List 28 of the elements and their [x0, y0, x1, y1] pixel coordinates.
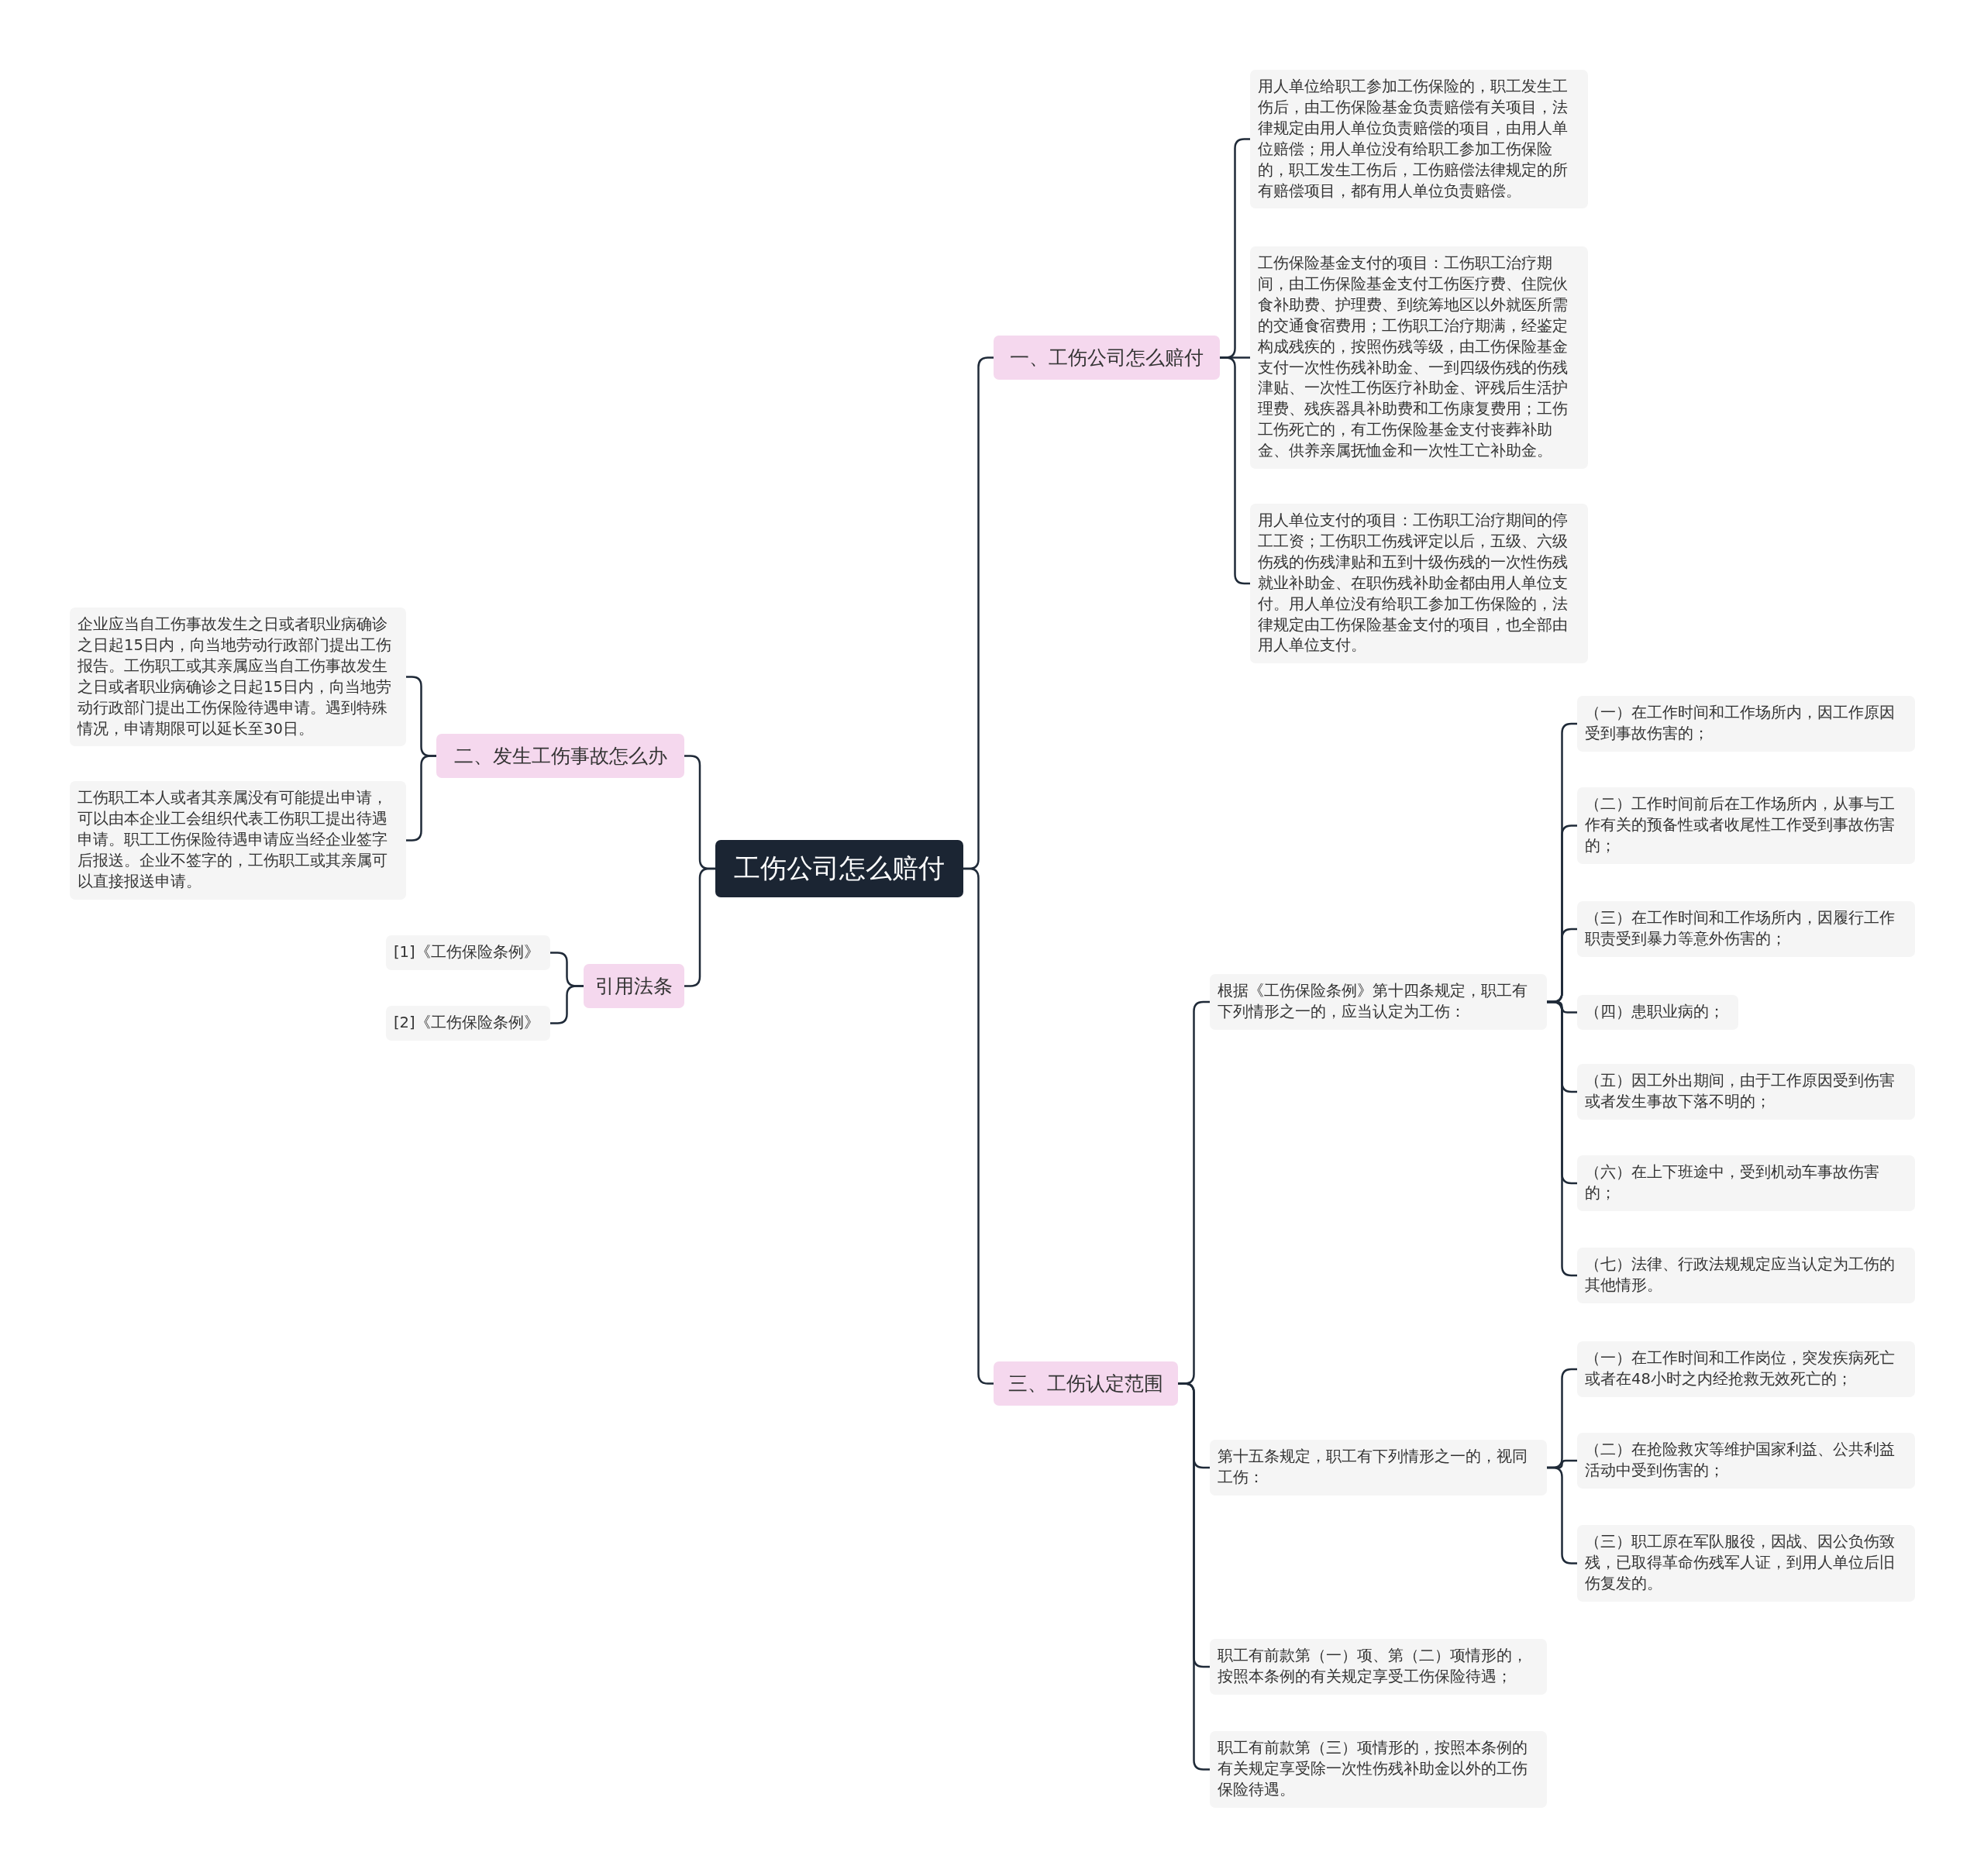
subtopic-card: 职工有前款第（一）项、第（二）项情形的，按照本条例的有关规定享受工伤保险待遇；	[1210, 1639, 1547, 1695]
connector-line	[550, 985, 584, 1024]
subtopic-card: （五）因工外出期间，由于工作原因受到伤害或者发生事故下落不明的；	[1577, 1064, 1915, 1120]
subtopic-card: （二）在抢险救灾等维护国家利益、公共利益活动中受到伤害的；	[1577, 1433, 1915, 1489]
subtopic-card: [2]《工伤保险条例》	[386, 1006, 550, 1041]
subtopic-card: （七）法律、行政法规规定应当认定为工伤的其他情形。	[1577, 1248, 1915, 1303]
central-topic: 工伤公司怎么赔付	[715, 840, 963, 897]
subtopic-card: （三）在工作时间和工作场所内，因履行工作职责受到暴力等意外伤害的；	[1577, 901, 1915, 957]
subtopic-card: （三）职工原在军队服役，因战、因公负伤致残，已取得革命伤残军人证，到用人单位后旧伤复发的。	[1577, 1525, 1915, 1602]
subtopic-card: 工伤职工本人或者其亲属没有可能提出申请，可以由本企业工会组织代表工伤职工提出待遇申请。职工工伤保险待遇申请应当经企业签字后报送。企业不签字的，工伤职工或其亲属可以直接报送申请。	[70, 781, 406, 900]
connector-line	[684, 867, 715, 987]
subtopic-card: （六）在上下班途中，受到机动车事故伤害的；	[1577, 1155, 1915, 1211]
branch-topic: 二、发生工伤事故怎么办	[436, 734, 684, 778]
subtopic-card: （一）在工作时间和工作场所内，因工作原因受到事故伤害的；	[1577, 696, 1915, 752]
subtopic-card: 根据《工伤保险条例》第十四条规定，职工有下列情形之一的，应当认定为工伤：	[1210, 974, 1547, 1030]
branch-topic: 一、工伤公司怎么赔付	[994, 336, 1220, 380]
subtopic-card: （四）患职业病的；	[1577, 995, 1738, 1030]
subtopic-card: [1]《工伤保险条例》	[386, 935, 550, 970]
subtopic-card: 用人单位给职工参加工伤保险的，职工发生工伤后，由工伤保险基金负责赔偿有关项目，法律规定由用人单位负责赔偿的项目，由用人单位赔偿；用人单位没有给职工参加工伤保险的，职工发生工伤后，工伤赔偿法律规定的所有赔偿项目，都有用人单位负责赔偿。	[1250, 70, 1588, 209]
subtopic-card: 用人单位支付的项目：工伤职工治疗期间的停工工资；工伤职工伤残评定以后，五级、六级伤残的伤残津贴和五到十级伤残的一次性伤残就业补助金、在职伤残补助金都由用人单位支付。用人单位没有给职工参加工伤保险的，法律规定由工伤保险基金支付的项目，也全部由用人单位支付。	[1250, 504, 1588, 664]
branch-topic: 三、工伤认定范围	[994, 1361, 1178, 1406]
subtopic-card: 职工有前款第（三）项情形的，按照本条例的有关规定享受除一次性伤残补助金以外的工伤保险待遇。	[1210, 1731, 1547, 1808]
branch-topic: 引用法条	[584, 964, 684, 1008]
subtopic-card: 企业应当自工伤事故发生之日或者职业病确诊之日起15日内，向当地劳动行政部门提出工伤报告。工伤职工或其亲属应当自工伤事故发生之日或者职业病确诊之日起15日内，向当地劳动行政部门提出工伤保险待遇申请。遇到特殊情况，申请期限可以延长至30日。	[70, 608, 406, 747]
subtopic-card: 第十五条规定，职工有下列情形之一的，视同工伤：	[1210, 1440, 1547, 1496]
subtopic-card: （一）在工作时间和工作岗位，突发疾病死亡或者在48小时之内经抢救无效死亡的；	[1577, 1341, 1915, 1397]
subtopic-card: （二）工作时间前后在工作场所内，从事与工作有关的预备性或者收尾性工作受到事故伤害的；	[1577, 787, 1915, 864]
subtopic-card: 工伤保险基金支付的项目：工伤职工治疗期间，由工伤保险基金支付工伤医疗费、住院伙食补助费、护理费、到统筹地区以外就医所需的交通食宿费用；工伤职工治疗期满，经鉴定构成残疾的，按照伤残等级，由工伤保险基金支付一次性伤残补助金、一到四级伤残的伤残津贴、一次性工伤医疗补助金、评残后生活护理费、残疾器具补助费和工伤康复费用；工伤工伤死亡的，有工伤保险基金支付丧葬补助金、供养亲属抚恤金和一次性工亡补助金。	[1250, 246, 1588, 470]
